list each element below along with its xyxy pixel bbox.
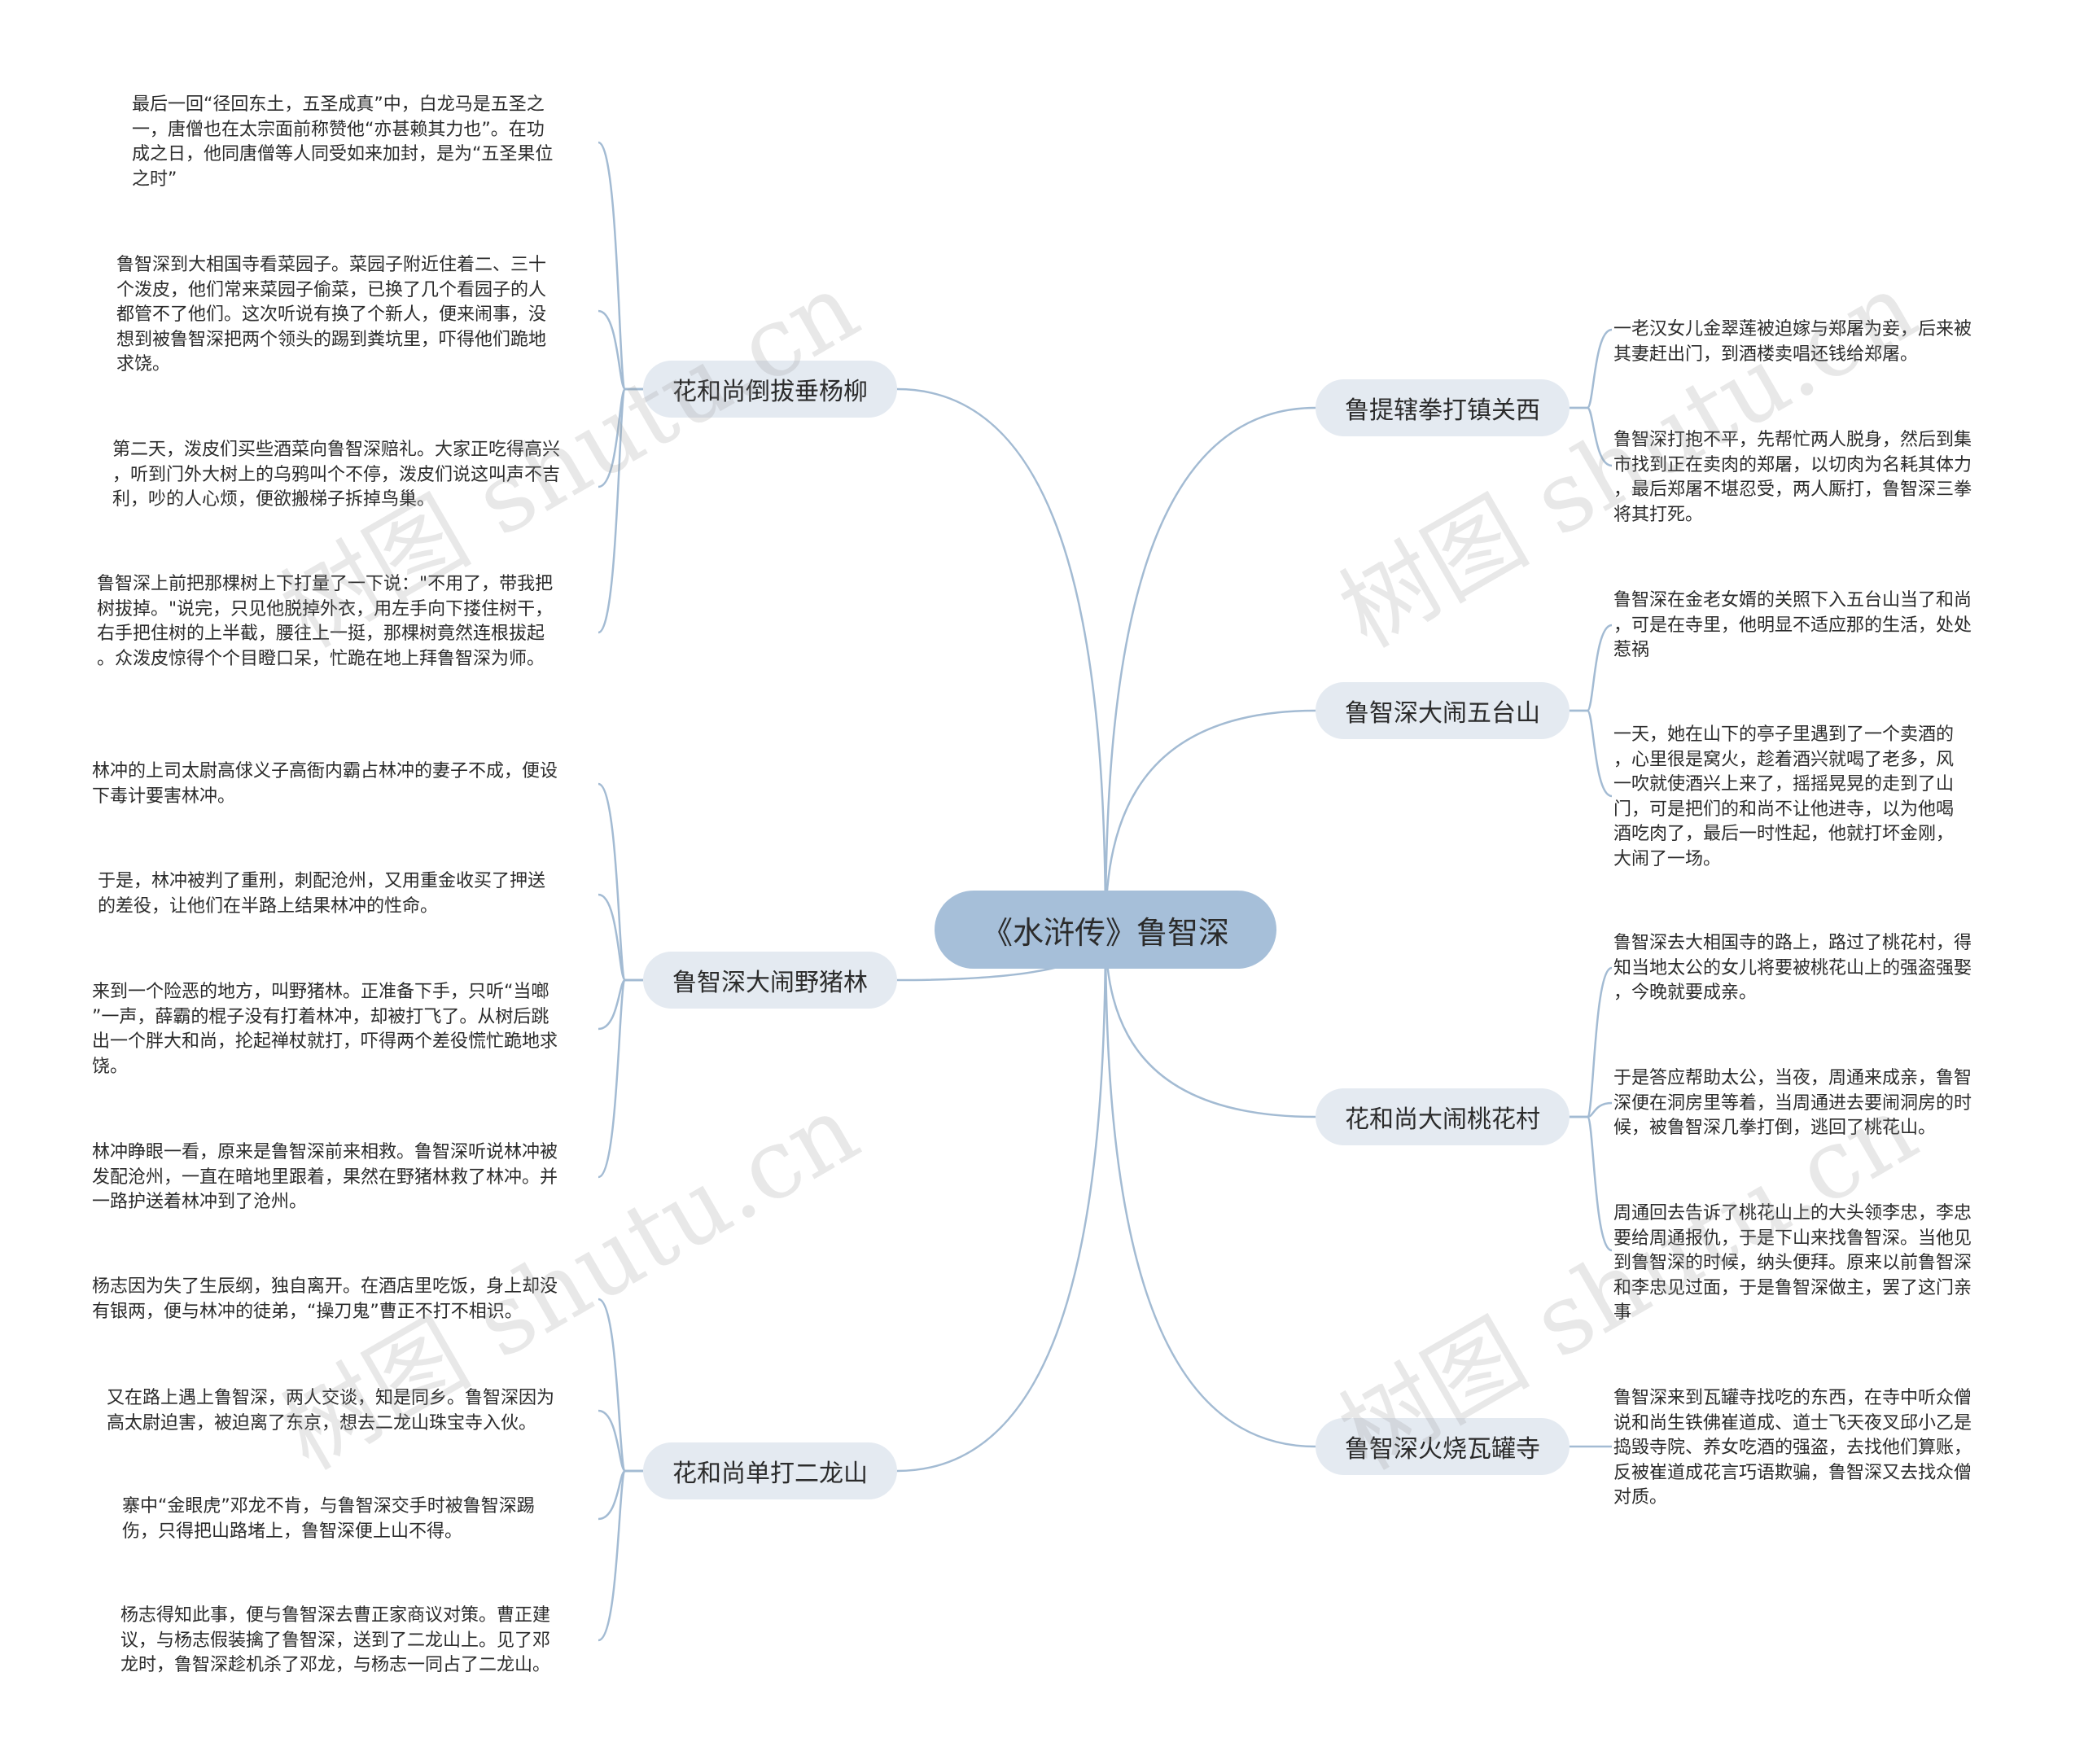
branch-to-leaf-edge: [1570, 624, 1613, 712]
root-to-branch-edge: [896, 929, 1107, 1473]
leaf-text: 又在路上遇上鲁智深，两人交谈，知是同乡。鲁智深因为 高太尉迫害，被迫离了东京，想…: [107, 1388, 555, 1434]
branch-to-leaf-edge: [598, 978, 643, 1179]
root-to-branch-edge: [896, 387, 1107, 930]
leaf-text: 杨志得知此事，便与鲁智深去曹正家商议对策。曹正建 议，与杨志假装擒了鲁智深，送到…: [120, 1605, 551, 1675]
root-to-branch-edge: [1104, 709, 1316, 930]
leaf-text: 周通回去告诉了桃花山上的大头领李忠，李忠 要给周通报仇，于是下山来找鲁智深。当他…: [1613, 1203, 1972, 1323]
leaf-text: 林冲睁眼一看，原来是鲁智深前来相救。鲁智深听说林冲被 发配沧州，一直在暗地里跟着…: [92, 1142, 558, 1212]
branch-wutai-mountain[interactable]: 鲁智深大闹五台山: [1316, 682, 1570, 739]
leaf-text: 鲁智深去大相国寺的路上，路过了桃花村，得 知当地太公的女儿将要被桃花山上的强盗强…: [1613, 933, 1972, 1003]
leaf-text: 鲁智深上前把那棵树上下打量了一下说："不用了，带我把 树拔掉。"说完，只见他脱掉…: [97, 574, 554, 669]
branch-to-leaf-edge: [1570, 406, 1613, 467]
branch-waguan-temple[interactable]: 鲁智深火烧瓦罐寺: [1316, 1418, 1570, 1475]
branch-trees[interactable]: 花和尚倒拔垂杨柳: [643, 361, 897, 418]
branch-erlong-mountain[interactable]: 花和尚单打二龙山: [643, 1442, 897, 1499]
branch-to-leaf-edge: [598, 782, 643, 982]
branch-peach-village[interactable]: 花和尚大闹桃花村: [1316, 1088, 1570, 1145]
leaf-text: 鲁智深到大相国寺看菜园子。菜园子附近住着二、三十 个泼皮，他们常来菜园子偷菜，已…: [116, 255, 547, 374]
leaf-text: 鲁智深在金老女婿的关照下入五台山当了和尚 ，可是在寺里，他明显不适应那的生活，处…: [1613, 590, 1972, 660]
branch-to-leaf-edge: [1570, 328, 1613, 409]
leaf-text: 于是，林冲被判了重刑，刺配沧州，又用重金收买了押送 的差役，让他们在半路上结果林…: [98, 871, 546, 917]
branch-to-leaf-edge: [598, 1298, 643, 1473]
branch-to-leaf-edge: [1570, 1115, 1613, 1252]
branch-to-leaf-edge: [1570, 966, 1613, 1118]
leaf-text: 一老汉女儿金翠莲被迫嫁与郑屠为妾，后来被 其妻赶出门，到酒楼卖唱还钱给郑屠。: [1613, 319, 1972, 365]
leaf-text: 鲁智深来到瓦罐寺找吃的东西，在寺中听众僧 说和尚生铁佛崔道成、道士飞天夜叉邱小乙…: [1613, 1388, 1972, 1508]
leaf-text: 最后一回“径回东土，五圣成真”中，白龙马是五圣之 一，唐僧也在太宗面前称赞他“亦…: [132, 94, 554, 190]
leaf-text: 一天，她在山下的亭子里遇到了一个卖酒的 ，心里很是窝火，趁着酒兴就喝了老多，风 …: [1613, 724, 1955, 869]
leaf-text: 于是答应帮助太公，当夜，周通来成亲，鲁智 深便在洞房里等着，当周通进去要闹洞房的…: [1613, 1068, 1972, 1138]
leaf-text: 寨中“金眼虎”邓龙不肯，与鲁智深交手时被鲁智深踢 伤，只得把山路堵上，鲁智深便上…: [122, 1496, 535, 1542]
branch-to-leaf-edge: [598, 1469, 643, 1642]
leaf-text: 林冲的上司太尉高俅义子高衙内霸占林冲的妻子不成，便设 下毒计要害林冲。: [92, 761, 558, 807]
branch-to-leaf-edge: [598, 141, 643, 391]
branch-zhenguanxi[interactable]: 鲁提辖拳打镇关西: [1316, 379, 1570, 436]
branch-wild-boar-forest[interactable]: 鲁智深大闹野猪林: [643, 952, 897, 1009]
leaf-text: 第二天，泼皮们买些酒菜向鲁智深赔礼。大家正吃得高兴 ，听到门外大树上的乌鸦叫个不…: [112, 440, 561, 510]
branch-to-leaf-edge: [1570, 709, 1613, 798]
leaf-text: 杨志因为失了生辰纲，独自离开。在酒店里吃饭，身上却没 有银两，便与林冲的徒弟，“…: [92, 1276, 558, 1322]
leaf-text: 来到一个险恶的地方，叫野猪林。正准备下手，只听“当啷 ”一声，薛霸的棍子没有打着…: [92, 982, 558, 1077]
root-node[interactable]: 《水浒传》鲁智深: [935, 891, 1276, 969]
root-to-branch-edge: [1104, 406, 1316, 930]
leaf-text: 鲁智深打抱不平，先帮忙两人脱身，然后到集 市找到正在卖肉的郑屠，以切肉为名耗其体…: [1613, 430, 1972, 525]
root-to-branch-edge: [1104, 929, 1316, 1448]
branch-to-leaf-edge: [598, 387, 643, 634]
